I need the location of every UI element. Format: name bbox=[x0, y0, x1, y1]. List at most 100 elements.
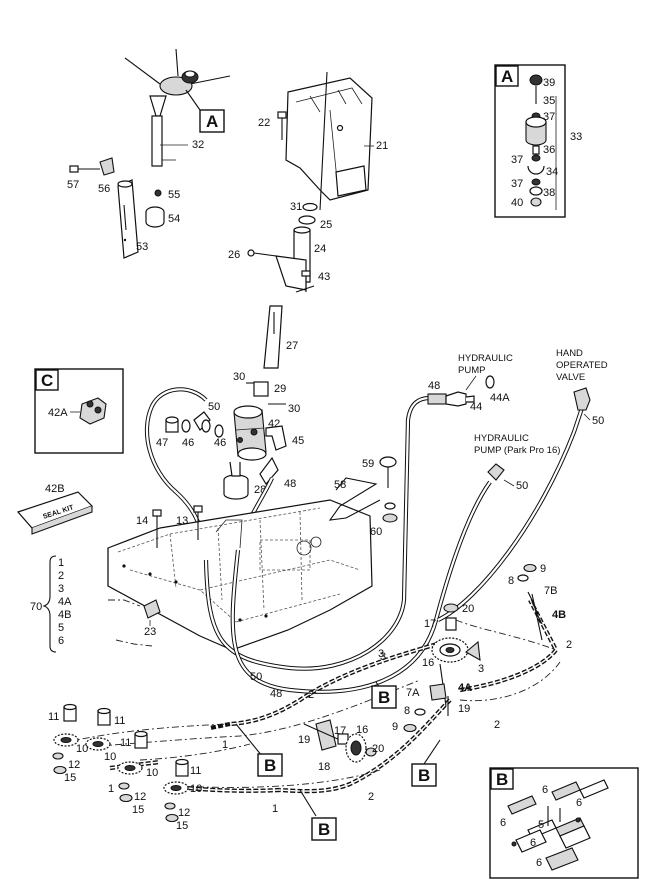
svg-text:A: A bbox=[501, 67, 513, 86]
o-ring-44a bbox=[485, 375, 495, 389]
kit-70-item-4b: 4B bbox=[58, 609, 71, 621]
label-3b: 3 bbox=[478, 663, 484, 675]
svg-text:A: A bbox=[206, 112, 218, 131]
nut-20b bbox=[365, 747, 377, 757]
label-2d: 2 bbox=[368, 791, 374, 803]
label-58: 58 bbox=[334, 479, 346, 491]
label-46a: 46 bbox=[182, 437, 194, 449]
label-4b: 4B bbox=[552, 609, 566, 621]
tractor-frame bbox=[107, 499, 373, 651]
label-3a: 3 bbox=[380, 651, 386, 663]
label-3c: 3 bbox=[378, 648, 384, 660]
box-a-39: 39 bbox=[543, 77, 555, 89]
callout-a-top: A bbox=[185, 89, 225, 133]
box-a-34: 34 bbox=[546, 166, 558, 178]
label-13: 13 bbox=[176, 515, 188, 527]
hose-48-50-routing bbox=[203, 395, 584, 694]
label-11c: 11 bbox=[120, 737, 131, 749]
label-2c: 2 bbox=[494, 719, 500, 731]
label-10b: 10 bbox=[104, 751, 116, 763]
steering-wheel bbox=[115, 43, 241, 101]
kit-70-item-2: 2 bbox=[58, 570, 64, 582]
label-56: 56 bbox=[98, 183, 110, 195]
bolt-4a bbox=[429, 663, 447, 707]
label-47: 47 bbox=[156, 437, 168, 449]
callout-b-1: B bbox=[371, 681, 397, 709]
o-ring-46a bbox=[181, 419, 191, 433]
chain-2-right bbox=[279, 599, 559, 794]
box-a-35: 35 bbox=[543, 95, 555, 107]
box-b-6d: 6 bbox=[530, 837, 536, 849]
label-2a: 2 bbox=[566, 639, 572, 651]
label-4a: 4A bbox=[458, 682, 472, 694]
label-20b: 20 bbox=[372, 743, 384, 755]
idler-arm bbox=[465, 640, 481, 662]
kit-70-item-3: 3 bbox=[58, 583, 64, 595]
label-53: 53 bbox=[136, 241, 148, 253]
caption-hand-valve-2: OPERATED bbox=[556, 360, 608, 371]
hose-48a bbox=[259, 456, 279, 486]
label-8b: 8 bbox=[404, 705, 410, 717]
box-b-6b: 6 bbox=[500, 817, 506, 829]
nut-8a bbox=[517, 574, 529, 582]
spindle-assembly-2 bbox=[85, 707, 111, 751]
label-17b: 17 bbox=[334, 725, 346, 737]
nut-20a bbox=[443, 603, 459, 613]
svg-text:B: B bbox=[418, 766, 430, 785]
label-15b: 15 bbox=[132, 804, 144, 816]
box-c-42a: 42A bbox=[48, 407, 68, 419]
label-16a: 16 bbox=[422, 657, 434, 669]
label-1a: 1 bbox=[222, 739, 228, 751]
bolt-26 bbox=[247, 249, 277, 257]
box-a-37c: 37 bbox=[511, 178, 523, 190]
label-55: 55 bbox=[168, 189, 180, 201]
svg-text:B: B bbox=[496, 770, 508, 789]
sprocket-16a bbox=[431, 637, 469, 663]
label-9a: 9 bbox=[540, 563, 546, 575]
box-a-40: 40 bbox=[511, 197, 523, 209]
caption-hand-valve-3: VALVE bbox=[556, 372, 585, 383]
label-54: 54 bbox=[168, 213, 180, 225]
o-ring-46b bbox=[214, 424, 224, 438]
kit-70-label: 70 bbox=[30, 601, 42, 613]
bolt-57 bbox=[69, 165, 100, 173]
label-2b: 2 bbox=[308, 689, 314, 701]
box-b-5: 5 bbox=[538, 819, 544, 831]
fitting-28 bbox=[223, 461, 249, 500]
label-44a: 44A bbox=[490, 392, 510, 404]
kit-70-item-1: 1 bbox=[58, 557, 64, 569]
label-20a: 20 bbox=[462, 603, 474, 615]
label-60: 60 bbox=[370, 526, 382, 538]
bolt-14 bbox=[152, 509, 162, 548]
collar-54 bbox=[145, 206, 165, 228]
sprocket-16b bbox=[345, 733, 367, 763]
label-14: 14 bbox=[136, 515, 148, 527]
label-45: 45 bbox=[292, 435, 304, 447]
label-57: 57 bbox=[67, 179, 79, 191]
svg-text:B: B bbox=[378, 688, 390, 707]
label-11a: 11 bbox=[48, 711, 59, 723]
clip-60 bbox=[382, 502, 398, 523]
label-19a: 19 bbox=[458, 703, 470, 715]
label-32: 32 bbox=[192, 139, 204, 151]
label-16b: 16 bbox=[356, 724, 368, 736]
label-12b: 12 bbox=[134, 791, 146, 803]
spindle-assembly-3 bbox=[117, 730, 148, 803]
label-26: 26 bbox=[228, 249, 240, 261]
elbow-45 bbox=[265, 425, 287, 451]
callout-b-3: B bbox=[411, 739, 441, 787]
screw-55 bbox=[154, 189, 162, 197]
label-22: 22 bbox=[258, 117, 270, 129]
bolt-43 bbox=[295, 270, 315, 293]
tube-24 bbox=[275, 226, 311, 291]
label-48c: 48 bbox=[270, 688, 282, 700]
label-19b: 19 bbox=[298, 734, 310, 746]
label-15c: 15 bbox=[176, 820, 188, 832]
label-30a: 30 bbox=[233, 371, 245, 383]
bracket-18 bbox=[315, 719, 337, 751]
shaft-27 bbox=[263, 305, 283, 369]
label-46b: 46 bbox=[214, 437, 226, 449]
lower-shaft-53 bbox=[117, 179, 139, 259]
